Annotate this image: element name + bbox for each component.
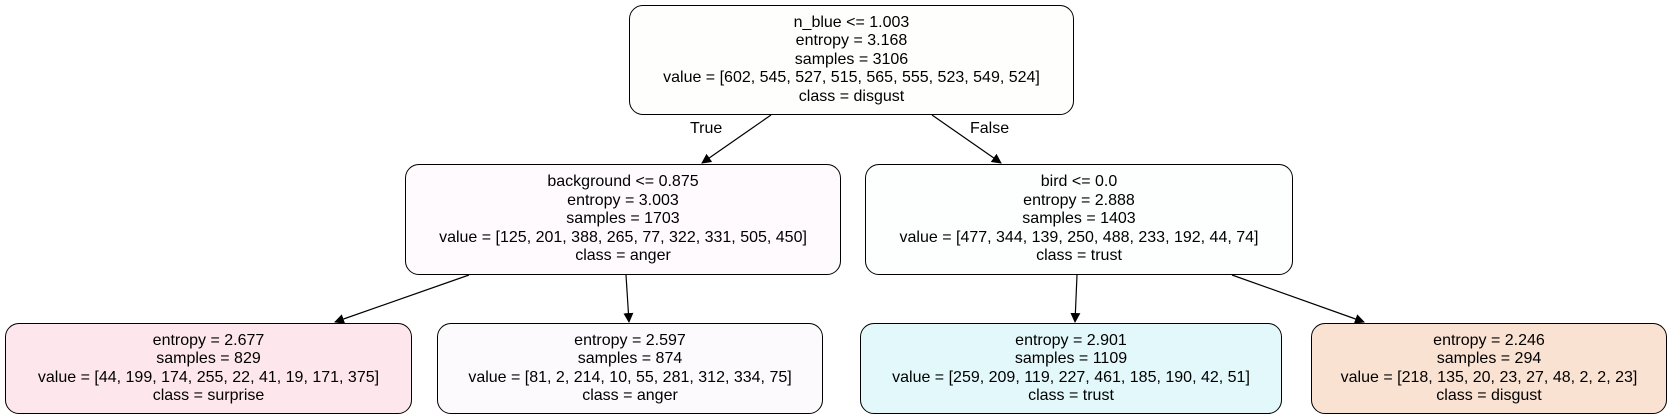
edge-label-true: True bbox=[690, 120, 723, 137]
node-entropy: entropy = 2.597 bbox=[574, 331, 686, 349]
node-entropy: entropy = 3.168 bbox=[795, 32, 908, 50]
node-class: class = trust bbox=[1036, 247, 1122, 265]
node-class: class = disgust bbox=[798, 87, 905, 105]
edge-n2-n5 bbox=[1070, 274, 1081, 323]
edge-n0-n2 bbox=[931, 114, 1002, 164]
node-entropy: entropy = 2.246 bbox=[1433, 331, 1545, 349]
node-value: value = [125, 201, 388, 265, 77, 322, 33… bbox=[439, 228, 807, 246]
node-class: class = trust bbox=[1028, 387, 1114, 404]
tree-leaf-surprise: entropy = 2.677 samples = 829 value = [4… bbox=[5, 323, 412, 414]
node-split-condition: background <= 0.875 bbox=[547, 173, 699, 191]
node-value: value = [218, 135, 20, 23, 27, 48, 2, 2,… bbox=[1340, 368, 1638, 386]
node-value: value = [81, 2, 214, 10, 55, 281, 312, 3… bbox=[468, 368, 792, 386]
tree-leaf-trust: entropy = 2.901 samples = 1109 value = [… bbox=[860, 323, 1282, 414]
edge-n0-n1 bbox=[701, 114, 772, 164]
tree-node-root: n_blue <= 1.003 entropy = 3.168 samples … bbox=[629, 5, 1074, 115]
node-value: value = [259, 209, 119, 227, 461, 185, 1… bbox=[892, 368, 1250, 386]
node-class: class = anger bbox=[575, 247, 671, 265]
node-value: value = [477, 344, 139, 250, 488, 233, 1… bbox=[899, 228, 1259, 246]
node-samples: samples = 1109 bbox=[1014, 350, 1128, 367]
node-class: class = surprise bbox=[152, 387, 265, 404]
tree-node-right: bird <= 0.0 entropy = 2.888 samples = 14… bbox=[865, 164, 1293, 275]
node-samples: samples = 1403 bbox=[1022, 210, 1136, 228]
node-samples: samples = 1703 bbox=[566, 210, 680, 228]
node-entropy: entropy = 2.677 bbox=[152, 331, 265, 349]
node-class: class = anger bbox=[582, 387, 678, 404]
node-split-condition: bird <= 0.0 bbox=[1040, 173, 1118, 191]
node-entropy: entropy = 2.901 bbox=[1015, 331, 1127, 349]
node-samples: samples = 829 bbox=[156, 350, 261, 367]
node-samples: samples = 294 bbox=[1436, 350, 1542, 367]
edge-n1-n3 bbox=[334, 274, 470, 324]
tree-leaf-disgust: entropy = 2.246 samples = 294 value = [2… bbox=[1311, 323, 1667, 414]
node-entropy: entropy = 2.888 bbox=[1023, 191, 1135, 209]
node-value: value = [602, 545, 527, 515, 565, 555, 5… bbox=[663, 69, 1040, 87]
edge-n1-n4 bbox=[623, 274, 634, 323]
node-split-condition: n_blue <= 1.003 bbox=[793, 13, 910, 31]
node-samples: samples = 874 bbox=[577, 350, 683, 367]
edge-label-false: False bbox=[970, 120, 1010, 137]
node-class: class = disgust bbox=[1436, 387, 1542, 404]
tree-node-left: background <= 0.875 entropy = 3.003 samp… bbox=[405, 164, 841, 275]
tree-leaf-anger: entropy = 2.597 samples = 874 value = [8… bbox=[437, 323, 823, 414]
node-value: value = [44, 199, 174, 255, 22, 41, 19, … bbox=[37, 368, 380, 386]
node-samples: samples = 3106 bbox=[794, 50, 909, 68]
edge-n2-n6 bbox=[1231, 274, 1365, 324]
node-entropy: entropy = 3.003 bbox=[567, 191, 679, 209]
